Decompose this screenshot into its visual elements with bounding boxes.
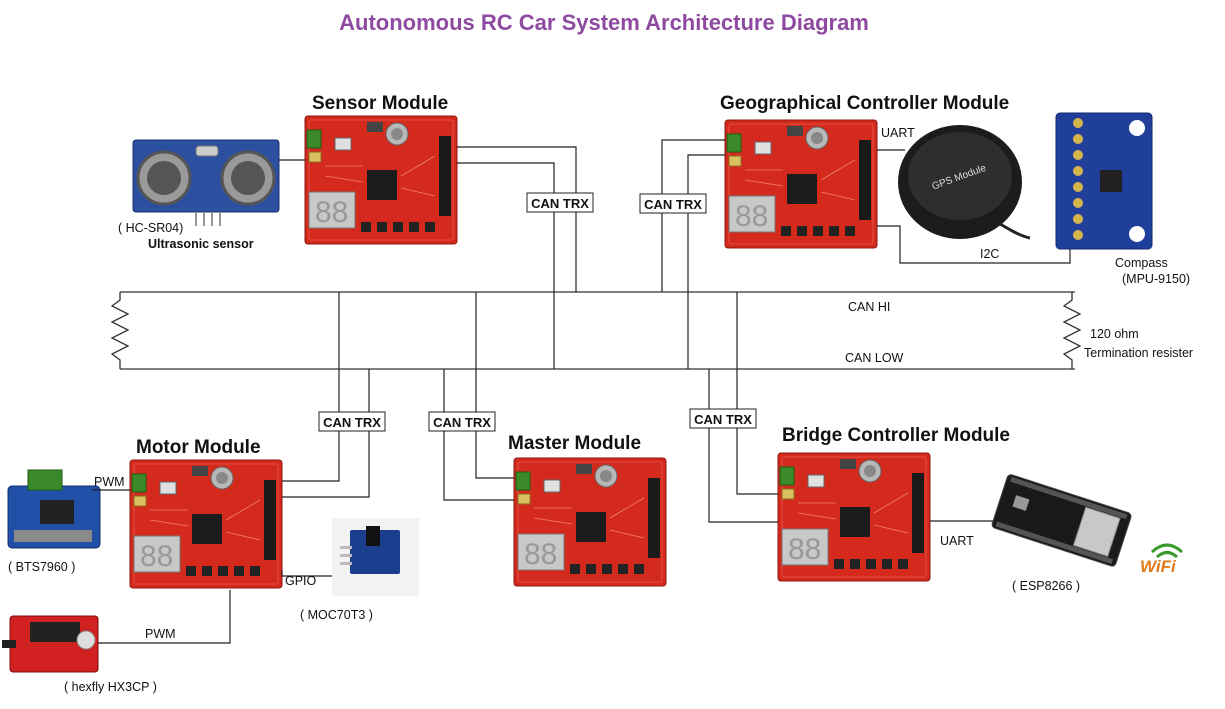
bridge-can-trx-box [689,408,757,429]
motor-module-board [129,459,283,589]
sensor-module-title: Sensor Module [312,93,448,114]
master-module-title: Master Module [508,433,641,454]
can-bus [110,291,1082,370]
master-module-board [513,457,667,587]
geo-module-board [724,119,878,249]
pwm-driver-label: PWM [94,475,125,489]
uart-bridge-label: UART [940,534,974,548]
wifi-logo-text: WiFi [1140,557,1177,576]
ultrasonic-model-label: ( HC-SR04) [118,221,183,235]
geo-module-title: Geographical Controller Module [720,93,1009,114]
motor-driver-label: ( BTS7960 ) [8,560,75,574]
motor-module-title: Motor Module [136,437,261,458]
esp8266-label: ( ESP8266 ) [1012,579,1080,593]
sensor-module-board [304,115,458,245]
esp8266-image [991,474,1132,567]
master-can-trx-label: CAN TRX [433,415,491,430]
master-can-wire [443,292,514,501]
compass-label: Compass [1115,256,1168,270]
wifi-icon: WiFi [1140,543,1184,576]
bridge-module-board [777,452,931,582]
motor-can-trx-label: CAN TRX [323,415,381,430]
uart-geo-label: UART [881,126,915,140]
servo-image [2,615,99,673]
geo-can-trx-box [639,193,707,214]
termination-name-label: Termination resister [1084,346,1193,360]
master-can-trx-box [428,411,496,432]
motor-can-trx-box [318,411,386,432]
sensor-can-wire [457,146,577,369]
i2c-label: I2C [980,247,999,261]
speed-sensor-image [332,518,419,596]
compass-module-image [1055,112,1153,250]
gps-module-image: GPS Module [898,125,1031,240]
bridge-module-title: Bridge Controller Module [782,425,1010,446]
geo-can-wire [661,139,725,369]
left-termination-resistor [110,292,130,369]
right-termination-resistor [1062,292,1082,369]
gpio-label: GPIO [285,574,317,588]
can-low-label: CAN LOW [845,351,904,365]
sensor-can-trx-label: CAN TRX [531,196,589,211]
ultrasonic-sensor-image [132,139,280,226]
ultrasonic-name-label: Ultrasonic sensor [148,237,254,251]
servo-label: ( hexfly HX3CP ) [64,680,157,694]
sensor-can-trx-box [526,192,594,213]
diagram-title: Autonomous RC Car System Architecture Di… [339,10,869,35]
can-hi-label: CAN HI [848,300,890,314]
compass-model-label: (MPU-9150) [1122,272,1190,286]
bridge-can-wire [708,292,778,523]
pwm-servo-label: PWM [145,627,176,641]
termination-value-label: 120 ohm [1090,327,1139,341]
geo-can-trx-label: CAN TRX [644,197,702,212]
bridge-can-trx-label: CAN TRX [694,412,752,427]
speed-sensor-label: ( MOC70T3 ) [300,608,373,622]
motor-driver-image [7,469,101,549]
motor-can-wire [282,292,370,498]
